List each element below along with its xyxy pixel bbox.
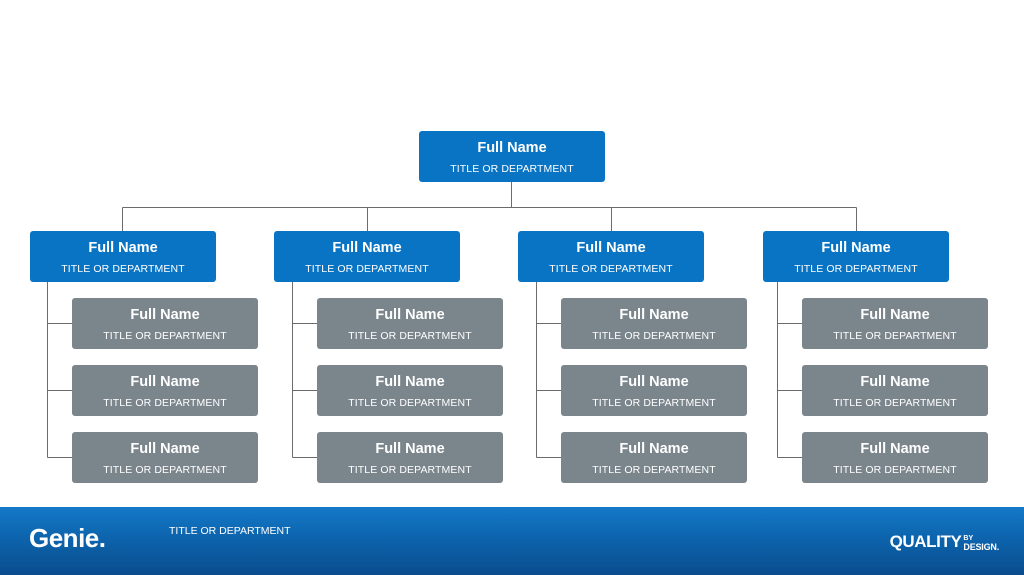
org-node-member: Full Name TITLE OR DEPARTMENT — [561, 432, 747, 483]
node-title: TITLE OR DEPARTMENT — [61, 263, 185, 275]
node-name: Full Name — [332, 240, 402, 256]
org-node-dept-lead: Full Name TITLE OR DEPARTMENT — [274, 231, 460, 282]
node-name: Full Name — [619, 374, 689, 390]
node-title: TITLE OR DEPARTMENT — [833, 330, 957, 342]
node-name: Full Name — [860, 441, 930, 457]
node-name: Full Name — [375, 374, 445, 390]
org-node-top: Full Name TITLE OR DEPARTMENT — [419, 131, 605, 182]
org-node-member: Full Name TITLE OR DEPARTMENT — [802, 432, 988, 483]
node-name: Full Name — [619, 307, 689, 323]
node-name: Full Name — [88, 240, 158, 256]
node-title: TITLE OR DEPARTMENT — [348, 330, 472, 342]
org-node-member: Full Name TITLE OR DEPARTMENT — [72, 298, 258, 349]
node-name: Full Name — [375, 441, 445, 457]
node-title: TITLE OR DEPARTMENT — [348, 464, 472, 476]
node-name: Full Name — [860, 307, 930, 323]
node-title: TITLE OR DEPARTMENT — [348, 397, 472, 409]
org-node-member: Full Name TITLE OR DEPARTMENT — [802, 298, 988, 349]
logo-quality-text: QUALITY — [889, 532, 962, 551]
node-name: Full Name — [130, 374, 200, 390]
node-title: TITLE OR DEPARTMENT — [592, 397, 716, 409]
node-title: TITLE OR DEPARTMENT — [592, 464, 716, 476]
node-title: TITLE OR DEPARTMENT — [592, 330, 716, 342]
node-title: TITLE OR DEPARTMENT — [103, 397, 227, 409]
org-node-member: Full Name TITLE OR DEPARTMENT — [561, 365, 747, 416]
org-node-member: Full Name TITLE OR DEPARTMENT — [317, 365, 503, 416]
node-name: Full Name — [576, 240, 646, 256]
logo-design-text: DESIGN. — [963, 542, 999, 552]
org-node-member: Full Name TITLE OR DEPARTMENT — [317, 298, 503, 349]
logo-by-design-stack: BY DESIGN. — [963, 535, 999, 552]
footer-bar: Genie. TITLE OR DEPARTMENT QUALITY BY DE… — [0, 507, 1024, 575]
org-node-member: Full Name TITLE OR DEPARTMENT — [802, 365, 988, 416]
org-node-dept-lead: Full Name TITLE OR DEPARTMENT — [763, 231, 949, 282]
org-node-member: Full Name TITLE OR DEPARTMENT — [72, 365, 258, 416]
quality-by-design-logo: QUALITY BY DESIGN. — [889, 532, 1000, 552]
logo-by-text: BY — [963, 535, 974, 542]
node-title: TITLE OR DEPARTMENT — [833, 397, 957, 409]
node-title: TITLE OR DEPARTMENT — [450, 163, 574, 175]
node-title: TITLE OR DEPARTMENT — [305, 263, 429, 275]
node-title: TITLE OR DEPARTMENT — [103, 464, 227, 476]
org-node-member: Full Name TITLE OR DEPARTMENT — [72, 432, 258, 483]
org-node-member: Full Name TITLE OR DEPARTMENT — [317, 432, 503, 483]
node-name: Full Name — [130, 441, 200, 457]
node-title: TITLE OR DEPARTMENT — [103, 330, 227, 342]
genie-logo: Genie. — [29, 523, 106, 553]
node-name: Full Name — [860, 374, 930, 390]
node-name: Full Name — [375, 307, 445, 323]
org-node-dept-lead: Full Name TITLE OR DEPARTMENT — [30, 231, 216, 282]
node-name: Full Name — [821, 240, 891, 256]
node-title: TITLE OR DEPARTMENT — [549, 263, 673, 275]
node-title: TITLE OR DEPARTMENT — [794, 263, 918, 275]
node-name: Full Name — [130, 307, 200, 323]
org-node-member: Full Name TITLE OR DEPARTMENT — [561, 298, 747, 349]
footer-title: TITLE OR DEPARTMENT — [169, 525, 291, 537]
org-node-dept-lead: Full Name TITLE OR DEPARTMENT — [518, 231, 704, 282]
node-name: Full Name — [477, 140, 547, 156]
node-name: Full Name — [619, 441, 689, 457]
node-title: TITLE OR DEPARTMENT — [833, 464, 957, 476]
